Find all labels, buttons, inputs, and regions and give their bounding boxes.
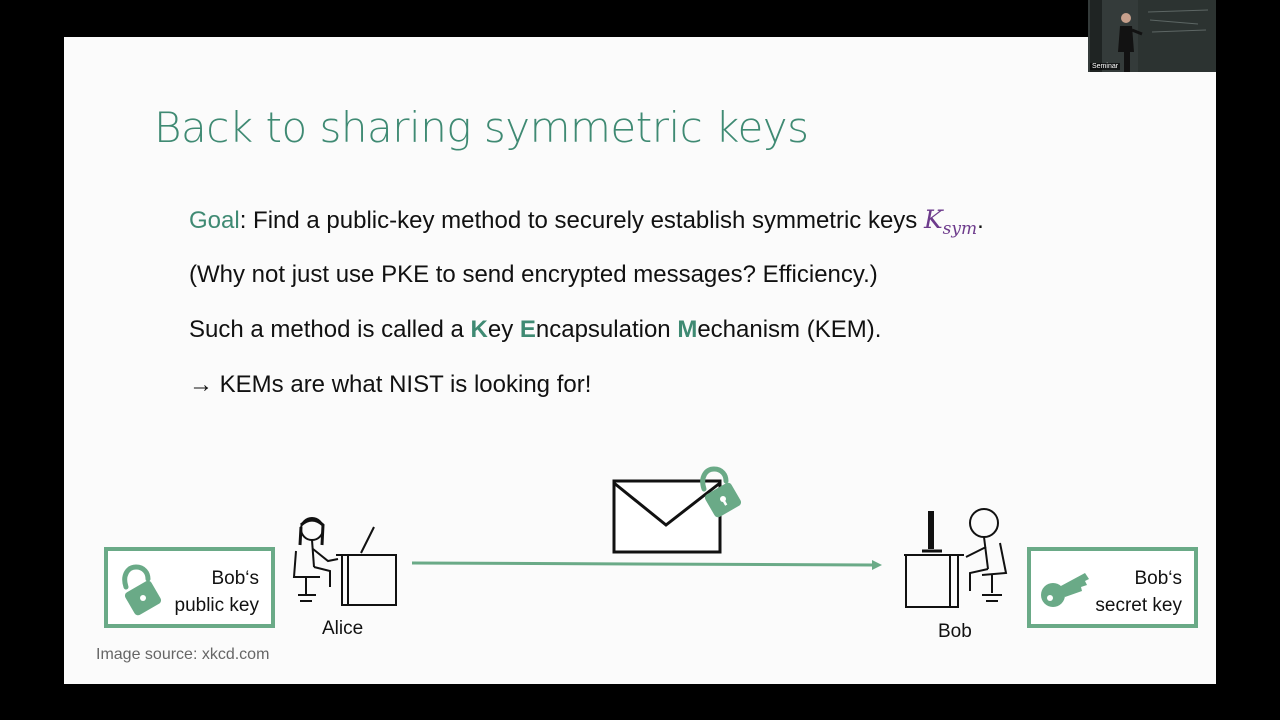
kem-line: Such a method is called a Key Encapsulat… — [189, 316, 882, 343]
why-line: (Why not just use PKE to send encrypted … — [189, 261, 878, 288]
bob-label: Bob — [938, 621, 972, 642]
alice-figure — [292, 517, 397, 606]
webcam-label: Seminar — [1090, 63, 1121, 70]
key-icon — [1041, 573, 1089, 607]
lock-icon — [700, 466, 742, 518]
goal-line: Goal: Find a public-key method to secure… — [189, 205, 984, 239]
secret-key-text: Bob‘s secret key — [1095, 568, 1182, 616]
slide-title: Back to sharing symmetric keys — [154, 103, 809, 152]
slide: Back to sharing symmetric keys Goal: Fin… — [64, 37, 1216, 684]
goal-label: Goal — [189, 207, 240, 234]
public-key-box: Bob‘s public key — [104, 547, 275, 628]
goal-end: . — [977, 207, 984, 234]
envelope-icon — [612, 466, 742, 554]
webcam-thumbnail[interactable]: Seminar — [1088, 0, 1216, 72]
lock-icon — [122, 564, 162, 616]
image-source: Image source: xkcd.com — [96, 646, 270, 663]
bob-figure — [904, 508, 1008, 608]
arrow-icon — [411, 560, 882, 570]
goal-text: : Find a public-key method to securely e… — [239, 207, 924, 234]
alice-label: Alice — [322, 618, 364, 639]
presenter-video — [1088, 0, 1216, 72]
public-key-text: Bob‘s public key — [174, 568, 260, 616]
ksym-math: Ksym — [923, 205, 978, 239]
nist-line: → KEMs are what NIST is looking for! — [189, 371, 592, 398]
secret-key-box: Bob‘s secret key — [1027, 547, 1198, 628]
